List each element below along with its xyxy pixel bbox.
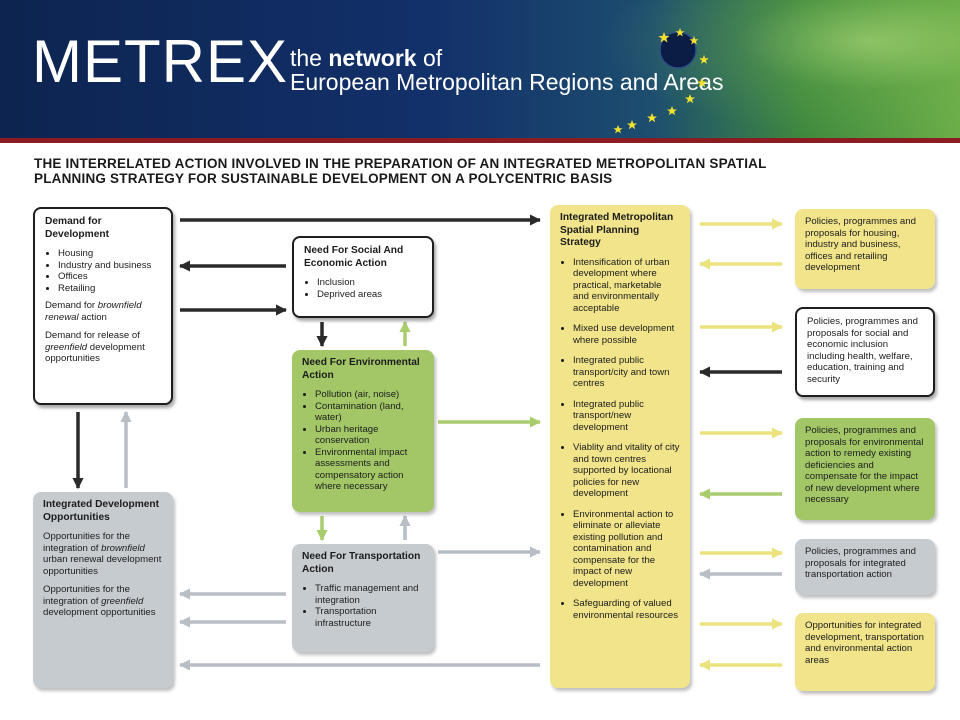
demand-heading: Demand for Development	[45, 216, 109, 240]
integrated-development-opportunities-box: Integrated Development Opportunities Opp…	[33, 492, 173, 688]
social-item: Inclusion	[317, 277, 422, 289]
output-opportunities-text: Opportunities for integrated development…	[805, 620, 924, 666]
text-pre: Demand for release of	[45, 330, 140, 341]
strategy-heading: Integrated Metropolitan Spatial Planning…	[560, 212, 674, 248]
text-post: action	[78, 311, 107, 323]
tagline-bold: network	[328, 45, 417, 71]
output-environment-box: Policies, programmes and proposals for e…	[795, 418, 935, 520]
tagline-pre: the	[290, 45, 329, 71]
demand-item: Industry and business	[58, 260, 161, 272]
header-banner: METREX the network of European Metropoli…	[0, 0, 960, 138]
spatial-planning-strategy-box: Integrated Metropolitan Spatial Planning…	[550, 205, 690, 688]
tagline-line2: European Metropolitan Regions and Areas	[290, 69, 724, 95]
demand-item: Retailing	[58, 283, 161, 295]
demand-item: Housing	[58, 248, 161, 260]
environmental-heading: Need For Environmental Action	[302, 357, 420, 381]
text-post: development opportunities	[45, 341, 145, 365]
text-pre: Demand for	[45, 300, 98, 311]
output-housing-box: Policies, programmes and proposals for h…	[795, 209, 935, 289]
text-em: brownfield renewal	[45, 300, 142, 323]
social-economic-action-box: Need For Social And Economic Action Incl…	[292, 236, 434, 318]
output-transport-text: Policies, programmes and proposals for i…	[805, 546, 916, 580]
title-line1: THE INTERRELATED ACTION INVOLVED IN THE …	[34, 156, 767, 171]
text-post: development opportunities	[43, 607, 156, 618]
output-opportunities-box: Opportunities for integrated development…	[795, 613, 935, 691]
strategy-item: Viablity and vitality of city and town c…	[573, 442, 680, 500]
text-post: urban renewal development opportunities	[43, 554, 162, 577]
environmental-item: Pollution (air, noise)	[315, 389, 424, 401]
social-list: Inclusion Deprived areas	[304, 277, 422, 300]
text-em: greenfield	[101, 595, 144, 607]
demand-item: Offices	[58, 271, 161, 283]
title-line2: PLANNING STRATEGY FOR SUSTAINABLE DEVELO…	[34, 171, 613, 186]
output-social-text: Policies, programmes and proposals for s…	[807, 316, 918, 385]
diagram-title: THE INTERRELATED ACTION INVOLVED IN THE …	[34, 156, 934, 186]
strategy-item: Environmental action to eliminate or all…	[573, 509, 680, 590]
text-pre: Opportunities for the integration of	[43, 584, 130, 607]
environmental-item: Contamination (land, water)	[315, 401, 424, 424]
demand-brownfield-text: Demand for brownfield renewal action	[45, 300, 161, 323]
transport-heading: Need For Transportation Action	[302, 551, 421, 575]
strategy-list: Intensification of urban development whe…	[560, 257, 680, 622]
strategy-item: Mixed use development where possible	[573, 323, 680, 346]
strategy-item: Safeguarding of valued environmental res…	[573, 598, 680, 621]
environmental-item: Urban heritage conservation	[315, 424, 424, 447]
demand-greenfield-text: Demand for release of greenfield develop…	[45, 330, 161, 365]
text-em: brownfield	[101, 542, 145, 554]
social-item: Deprived areas	[317, 289, 422, 301]
header-divider	[0, 138, 960, 143]
output-environment-text: Policies, programmes and proposals for e…	[805, 425, 924, 505]
strategy-item: Integrated public transport/new developm…	[573, 399, 680, 434]
strategy-item: Intensification of urban development whe…	[573, 257, 680, 315]
opportunities-greenfield-text: Opportunities for the integration of gre…	[43, 584, 163, 619]
opportunities-brownfield-text: Opportunities for the integration of bro…	[43, 531, 163, 577]
strategy-item: Integrated public transport/city and tow…	[573, 355, 680, 390]
transport-list: Traffic management and integration Trans…	[302, 583, 424, 629]
demand-for-development-box: Demand for Development Housing Industry …	[33, 207, 173, 405]
social-heading: Need For Social And Economic Action	[304, 245, 404, 269]
demand-list: Housing Industry and business Offices Re…	[45, 248, 161, 294]
tagline-line1: the network of	[290, 44, 442, 72]
output-housing-text: Policies, programmes and proposals for h…	[805, 216, 916, 273]
eu-stars-icon	[613, 28, 709, 134]
metrex-logo: METREX	[32, 28, 289, 95]
output-social-box: Policies, programmes and proposals for s…	[795, 307, 935, 397]
header-glow	[600, 0, 960, 138]
transport-item: Transportation infrastructure	[315, 606, 424, 629]
opportunities-heading: Integrated Development Opportunities	[43, 499, 160, 523]
transport-item: Traffic management and integration	[315, 583, 424, 606]
text-em: greenfield	[45, 341, 88, 353]
environmental-action-box: Need For Environmental Action Pollution …	[292, 350, 434, 512]
environmental-item: Environmental impact assessments and com…	[315, 447, 424, 493]
text-pre: Opportunities for the integration of	[43, 531, 130, 554]
tagline-post: of	[416, 45, 443, 71]
transportation-action-box: Need For Transportation Action Traffic m…	[292, 544, 434, 652]
environmental-list: Pollution (air, noise) Contamination (la…	[302, 389, 424, 493]
output-transport-box: Policies, programmes and proposals for i…	[795, 539, 935, 595]
